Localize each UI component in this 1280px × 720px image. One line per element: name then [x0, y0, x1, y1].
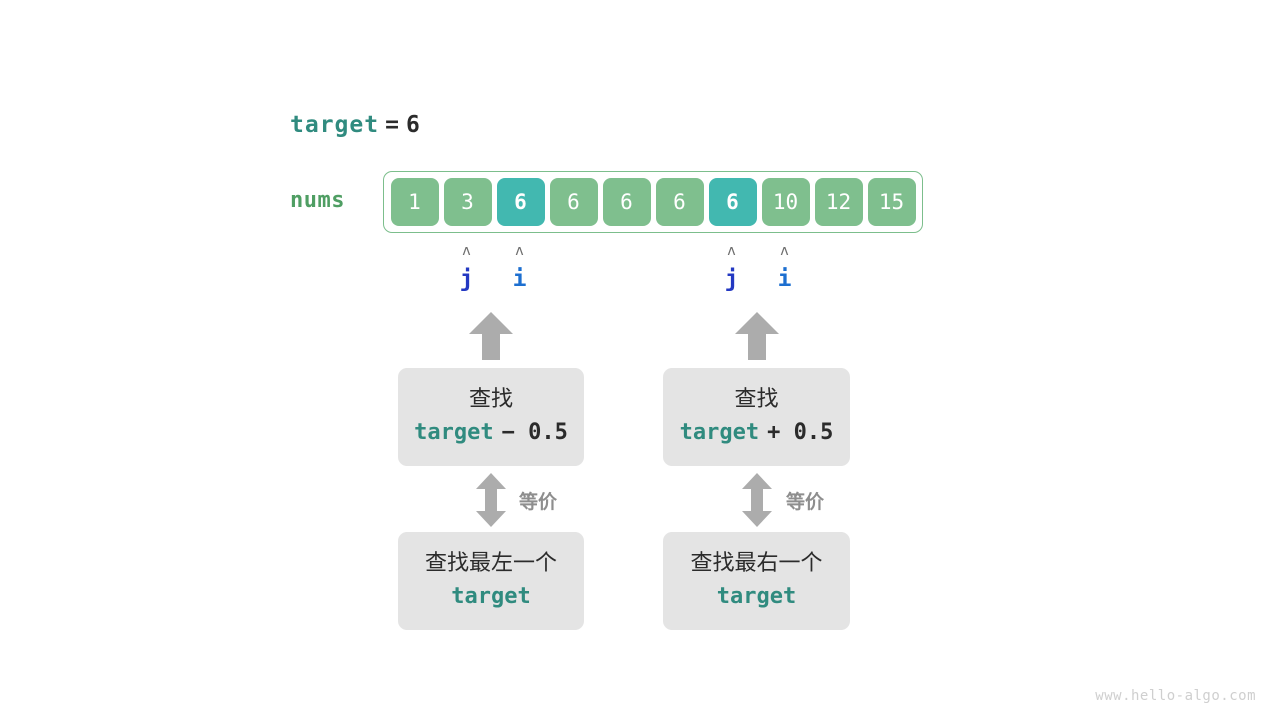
left-upper-box: 查找 target − 0.5 [398, 368, 584, 466]
left-upper-operator-token: − 0.5 [501, 420, 568, 446]
right-upper-box-title: 查找 [734, 386, 779, 412]
array-cell: 6 [708, 178, 757, 226]
left-lower-box: 查找最左一个 target [398, 532, 584, 630]
equals-sign: = [385, 112, 400, 138]
array-cell: 6 [549, 178, 598, 226]
target-declaration: target=6 [290, 112, 421, 138]
right-upper-box: 查找 target + 0.5 [663, 368, 850, 466]
equivalence-arrow-left [476, 473, 506, 527]
target-value: 6 [405, 112, 421, 138]
pointer-label-j: j [724, 266, 739, 292]
pointer-caret-icon: ʌ [462, 243, 471, 259]
equivalence-label-right: 等价 [786, 491, 825, 513]
left-lower-target-token: target [451, 584, 531, 610]
equivalence-arrow-right [742, 473, 772, 527]
left-lower-box-expression: target [451, 582, 530, 613]
pointer-caret-icon: ʌ [780, 243, 789, 259]
up-arrow-right [735, 312, 779, 360]
pointer-caret-icon: ʌ [515, 243, 524, 259]
right-upper-target-token: target [679, 420, 760, 446]
left-upper-target-token: target [414, 420, 494, 446]
left-lower-box-title: 查找最左一个 [424, 550, 557, 576]
array-cell: 6 [496, 178, 545, 226]
pointer-label-i: i [777, 266, 792, 292]
pointer-caret-icon: ʌ [727, 243, 736, 259]
right-lower-box-expression: target [717, 582, 796, 613]
right-lower-target-token: target [716, 584, 797, 610]
left-upper-box-expression: target − 0.5 [414, 418, 568, 449]
array-cell: 12 [814, 178, 863, 226]
array-cell: 6 [655, 178, 704, 226]
watermark: www.hello-algo.com [1095, 688, 1256, 704]
right-upper-operator-token: + 0.5 [767, 420, 834, 446]
array-cell: 1 [390, 178, 439, 226]
array-cell: 6 [602, 178, 651, 226]
right-lower-box-title: 查找最右一个 [690, 550, 823, 576]
target-keyword: target [290, 112, 380, 138]
pointer-label-i: i [512, 266, 527, 292]
pointer-label-j: j [459, 266, 474, 292]
left-upper-box-title: 查找 [468, 386, 513, 412]
array-cell: 3 [443, 178, 492, 226]
equivalence-label-left: 等价 [519, 491, 558, 513]
up-arrow-left [469, 312, 513, 360]
array-name-label: nums [290, 188, 345, 213]
array-cell: 15 [867, 178, 916, 226]
array-cell: 10 [761, 178, 810, 226]
right-upper-box-expression: target + 0.5 [680, 418, 834, 449]
right-lower-box: 查找最右一个 target [663, 532, 850, 630]
